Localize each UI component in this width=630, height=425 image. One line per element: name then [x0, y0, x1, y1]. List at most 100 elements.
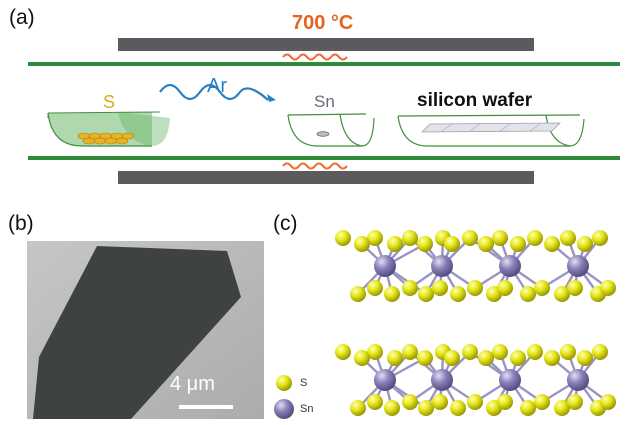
heater-wave-bottom [282, 162, 348, 170]
sulfur-atom [467, 394, 483, 410]
sulfur-atom [418, 286, 434, 302]
sulfur-atom [350, 286, 366, 302]
sulfur-atom [335, 230, 351, 246]
sulfur-atom [354, 236, 370, 252]
furnace-top-block [118, 38, 534, 51]
sulfur-atom [354, 350, 370, 366]
tube-bottom-wall [28, 156, 620, 160]
tin-source [316, 131, 330, 137]
sulfur-boat [47, 111, 170, 147]
sulfur-atom [520, 400, 536, 416]
sulfur-atom [444, 236, 460, 252]
sulfur-atom [497, 394, 513, 410]
sulfur-atom [467, 280, 483, 296]
sulfur-atom [492, 344, 508, 360]
scale-bar-label: 4 μm [170, 373, 215, 395]
sulfur-atom [462, 344, 478, 360]
argon-label: Ar [207, 75, 227, 97]
sulfur-atom [527, 230, 543, 246]
argon-arrow-head [267, 94, 276, 102]
sulfur-atom [367, 394, 383, 410]
sulfur-atom [510, 350, 526, 366]
sulfur-atom [577, 350, 593, 366]
tin-atom [431, 369, 453, 391]
sulfur-atom [520, 286, 536, 302]
tin-atom [374, 369, 396, 391]
sulfur-atom [592, 230, 608, 246]
optical-micrograph [27, 241, 264, 419]
sulfur-atom [600, 280, 616, 296]
sulfur-atom [384, 400, 400, 416]
tin-atom [567, 255, 589, 277]
panel-b-label: (b) [8, 212, 34, 235]
sulfur-atom [600, 394, 616, 410]
sulfur-powder [77, 132, 135, 145]
tin-atom [499, 369, 521, 391]
sulfur-atom [367, 280, 383, 296]
furnace-bottom-block [118, 171, 534, 184]
legend-sn-label: Sn [300, 403, 314, 415]
sulfur-atom [554, 286, 570, 302]
sulfur-atom [567, 280, 583, 296]
sulfur-atom [418, 400, 434, 416]
tin-boat [287, 113, 375, 147]
sulfur-atom [432, 394, 448, 410]
temperature-label: 700 °C [292, 12, 354, 34]
sulfur-atom [367, 344, 383, 360]
sulfur-atom [417, 350, 433, 366]
sulfur-atom [450, 400, 466, 416]
sulfur-atom [402, 230, 418, 246]
sulfur-atom [544, 350, 560, 366]
silicon-wafer-strip [421, 122, 561, 133]
legend-s-label: S [300, 377, 308, 389]
sulfur-atom [402, 280, 418, 296]
sulfur-atom [462, 230, 478, 246]
sulfur-atom [560, 344, 576, 360]
sulfur-atom [367, 230, 383, 246]
sulfur-atom [510, 236, 526, 252]
sulfur-atom [450, 286, 466, 302]
sulfur-atom [417, 236, 433, 252]
wafer-boat [397, 114, 585, 147]
tin-atom [374, 255, 396, 277]
sulfur-atom [350, 400, 366, 416]
sulfur-atom [497, 280, 513, 296]
flake-image [27, 241, 264, 419]
sulfur-label: S [103, 92, 116, 112]
sulfur-atom [560, 230, 576, 246]
tin-atom [567, 369, 589, 391]
legend-sulfur-atom [276, 375, 292, 391]
silicon-wafer-label: silicon wafer [417, 90, 533, 111]
sulfur-atom [335, 344, 351, 360]
sulfur-atom [432, 280, 448, 296]
argon-flow-arrow [159, 83, 269, 101]
sulfur-atom [387, 350, 403, 366]
sulfur-atom [544, 236, 560, 252]
tin-atom [431, 255, 453, 277]
legend-tin-atom [274, 399, 294, 419]
sulfur-atom [534, 280, 550, 296]
sulfur-atom [387, 236, 403, 252]
panel-c-label: (c) [273, 212, 298, 235]
sns2-flake [33, 246, 241, 419]
sulfur-atom [592, 344, 608, 360]
sulfur-atom [567, 394, 583, 410]
heater-wave-top [282, 53, 348, 61]
sulfur-atom [444, 350, 460, 366]
sulfur-atom [402, 344, 418, 360]
sulfur-atom [478, 236, 494, 252]
sulfur-atom [534, 394, 550, 410]
sulfur-atom [554, 400, 570, 416]
tube-top-wall [28, 62, 620, 66]
sulfur-atom [402, 394, 418, 410]
sulfur-atom [527, 344, 543, 360]
sulfur-atom [492, 230, 508, 246]
sulfur-atom [478, 350, 494, 366]
tin-label: Sn [314, 92, 335, 111]
sulfur-atom [384, 286, 400, 302]
sulfur-atom [577, 236, 593, 252]
tin-atom [499, 255, 521, 277]
panel-a-label: (a) [9, 6, 35, 29]
